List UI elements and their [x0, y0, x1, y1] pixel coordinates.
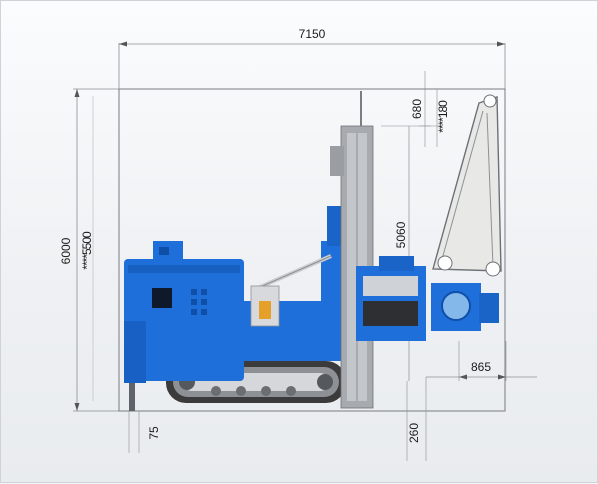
overall-bounding-frame [118, 88, 506, 412]
machine-body [124, 206, 356, 411]
right-overhang-dimension: 865 [426, 341, 537, 381]
left-offset-label: 75 [147, 426, 161, 440]
mast-length-dimension: 5060 [381, 125, 431, 381]
drill-head [356, 256, 499, 341]
rear-boom [432, 94, 502, 277]
mast-top-offset-label: 680 [410, 99, 424, 119]
overall-height-dimension: 6000 ****5500 [59, 88, 119, 412]
bottom-offset-label: 260 [407, 423, 421, 443]
mast-top-dimension: 680 ****180 [410, 71, 450, 147]
height-starred-label: ****5500 [80, 231, 94, 270]
mast-length-label: 5060 [394, 221, 408, 248]
overall-width-dimension: 7150 [118, 27, 506, 89]
left-offset-dimension: 75 [128, 411, 161, 453]
connecting-arm [250, 254, 332, 327]
overall-width-label: 7150 [299, 27, 326, 41]
overall-height-label: 6000 [59, 237, 73, 264]
mast-top-starred-label: ****180 [436, 100, 450, 133]
bottom-offset-dimension: 260 [406, 377, 427, 461]
right-overhang-label: 865 [471, 360, 491, 374]
